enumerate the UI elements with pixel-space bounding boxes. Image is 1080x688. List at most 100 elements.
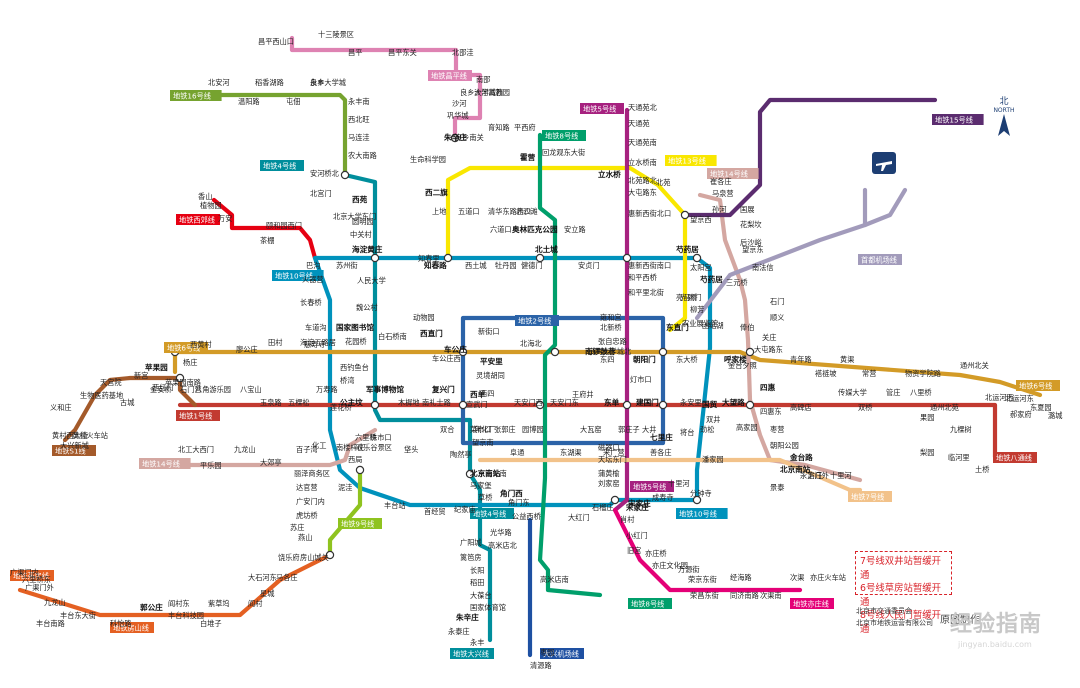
station-label[interactable]: 南楼梓庄 xyxy=(336,443,365,452)
station-label[interactable]: 关庄 xyxy=(762,333,776,342)
station-label[interactable]: 昌平东关 xyxy=(388,48,417,57)
station-label[interactable]: 大红门 xyxy=(568,513,590,522)
station-label[interactable]: 稻香湖路 xyxy=(255,78,284,87)
station-label[interactable]: 屯佃 xyxy=(286,97,300,106)
transfer-station[interactable] xyxy=(745,400,755,410)
station-label[interactable]: 育知路 xyxy=(488,123,510,132)
station-label[interactable]: 白堆子 xyxy=(200,619,222,628)
station-label[interactable]: 火器营 xyxy=(302,275,324,284)
station-label[interactable]: 马家堡 xyxy=(470,481,492,490)
station-label[interactable]: 圆明园 xyxy=(352,217,374,226)
station-label[interactable]: 望京东 xyxy=(742,245,764,254)
station-label[interactable]: 次渠 xyxy=(790,573,804,582)
station-label[interactable]: 光熙门 xyxy=(680,293,702,302)
station-label[interactable]: 北安河 xyxy=(208,78,230,87)
station-label[interactable]: 永定门外 xyxy=(800,471,829,480)
station-label[interactable]: 新宫 xyxy=(134,371,148,380)
station-label[interactable]: 六道口 xyxy=(490,225,512,234)
station-label[interactable]: 昌平西山口 xyxy=(258,37,294,46)
station-label[interactable]: 和平西桥 xyxy=(628,273,657,282)
station-label[interactable]: 巩华城 xyxy=(447,111,469,120)
station-label[interactable]: 灵境胡同 xyxy=(476,371,505,380)
station-label[interactable]: 良乡大学城 xyxy=(310,78,346,87)
station-label[interactable]: 动物园 xyxy=(413,313,435,322)
station-label[interactable]: 小红门 xyxy=(626,531,648,540)
transfer-station[interactable] xyxy=(355,465,365,475)
station-label[interactable]: 西红门 xyxy=(152,383,174,392)
station-label[interactable]: 芍药居 xyxy=(700,274,723,284)
station-label[interactable]: 通州北苑 xyxy=(930,403,959,412)
station-label[interactable]: 珠市口 xyxy=(370,433,392,442)
station-label[interactable]: 田村 xyxy=(268,338,282,347)
station-label[interactable]: 成寿寺 xyxy=(652,493,674,502)
station-label[interactable]: 和平里北街 xyxy=(628,288,664,297)
station-label[interactable]: 高米店北 xyxy=(488,541,517,550)
station-label[interactable]: 农大南路 xyxy=(348,151,377,160)
station-label[interactable]: 北苑路北 xyxy=(628,176,657,185)
station-label[interactable]: 后沙峪 xyxy=(740,238,762,247)
station-label[interactable]: 房山城关 xyxy=(300,553,329,562)
station-label[interactable]: 西单 xyxy=(470,389,486,399)
station-label[interactable]: 永丰南 xyxy=(348,97,370,106)
station-label[interactable]: 四惠东 xyxy=(760,407,782,416)
transfer-station[interactable] xyxy=(692,495,702,505)
station-label[interactable]: 阎村东 xyxy=(168,599,190,608)
station-label[interactable]: 北苑 xyxy=(656,178,670,187)
station-label[interactable]: 常营 xyxy=(862,369,876,378)
station-label[interactable]: 九棵树 xyxy=(950,425,972,434)
transfer-station[interactable] xyxy=(622,400,632,410)
station-label[interactable]: 军事博物馆 xyxy=(366,384,404,394)
station-label[interactable]: 西黄村 xyxy=(190,340,212,349)
station-label[interactable]: 新街口 xyxy=(478,327,500,336)
station-label[interactable]: 枣园 xyxy=(540,648,554,657)
station-label[interactable]: 苹果园南路 xyxy=(165,378,201,387)
station-label[interactable]: 良乡大学城北 xyxy=(588,347,631,356)
station-label[interactable]: 劲松 xyxy=(700,425,714,434)
transfer-station[interactable] xyxy=(443,253,453,263)
station-label[interactable]: 东夏园 xyxy=(1030,403,1052,412)
station-label[interactable]: 农业展览馆 xyxy=(682,319,718,328)
station-label[interactable]: 梨园 xyxy=(920,448,934,457)
station-label[interactable]: 郝家府 xyxy=(1010,410,1032,419)
station-label[interactable]: 大屯路东 xyxy=(754,345,783,354)
station-label[interactable]: 八角游乐园 xyxy=(195,385,231,394)
station-label[interactable]: 次渠南 xyxy=(760,591,782,600)
station-label[interactable]: 物资学院路 xyxy=(905,369,941,378)
station-label[interactable]: 化工 xyxy=(312,441,326,450)
station-label[interactable]: 车公庄 xyxy=(444,344,467,354)
transfer-station[interactable] xyxy=(175,373,185,383)
transfer-station[interactable] xyxy=(658,400,668,410)
station-label[interactable]: 天宫院 xyxy=(100,378,122,387)
station-label[interactable]: 张郭庄 xyxy=(494,425,516,434)
station-label[interactable]: 肖村 xyxy=(620,515,634,524)
station-label[interactable]: 金台路 xyxy=(789,452,813,462)
station-label[interactable]: 花园桥 xyxy=(345,337,367,346)
station-label[interactable]: 广渠门内 xyxy=(10,568,39,577)
station-label[interactable]: 褡裢坡 xyxy=(815,369,837,378)
station-label[interactable]: 回龙观东大街 xyxy=(542,148,585,157)
station-label[interactable]: 天通苑 xyxy=(628,119,650,128)
station-label[interactable]: 八里桥 xyxy=(910,388,932,397)
station-label[interactable]: 石门营 xyxy=(180,385,202,394)
station-label[interactable]: 篱笆房 xyxy=(460,553,482,562)
station-label[interactable]: 三元桥 xyxy=(726,278,748,287)
station-label[interactable]: 南锣鼓巷 xyxy=(585,346,616,356)
station-label[interactable]: 马连洼 xyxy=(348,133,370,142)
station-label[interactable]: 海淀五路居 xyxy=(300,338,336,347)
station-label[interactable]: 高碑店 xyxy=(790,403,812,412)
station-label[interactable]: 万安 xyxy=(218,214,232,223)
station-label[interactable]: 崔各庄 xyxy=(710,177,732,186)
station-label[interactable]: 植物园 xyxy=(200,201,222,210)
station-label[interactable]: 亦庄文化园 xyxy=(652,561,688,570)
station-label[interactable]: 良乡大学城西 xyxy=(460,88,503,97)
station-label[interactable]: 高家园 xyxy=(736,423,758,432)
station-label[interactable]: 郭庄子 xyxy=(618,425,640,434)
station-label[interactable]: 立水桥 xyxy=(598,169,621,179)
station-label[interactable]: 北京大学东门 xyxy=(333,212,376,221)
station-label[interactable]: 莲花桥 xyxy=(330,403,352,412)
transfer-station[interactable] xyxy=(450,133,460,143)
station-label[interactable]: 四惠 xyxy=(760,382,776,392)
station-label[interactable]: 健德门 xyxy=(521,261,543,270)
station-label[interactable]: 东湖渠 xyxy=(560,448,582,457)
station-label[interactable]: 果园 xyxy=(920,413,934,422)
